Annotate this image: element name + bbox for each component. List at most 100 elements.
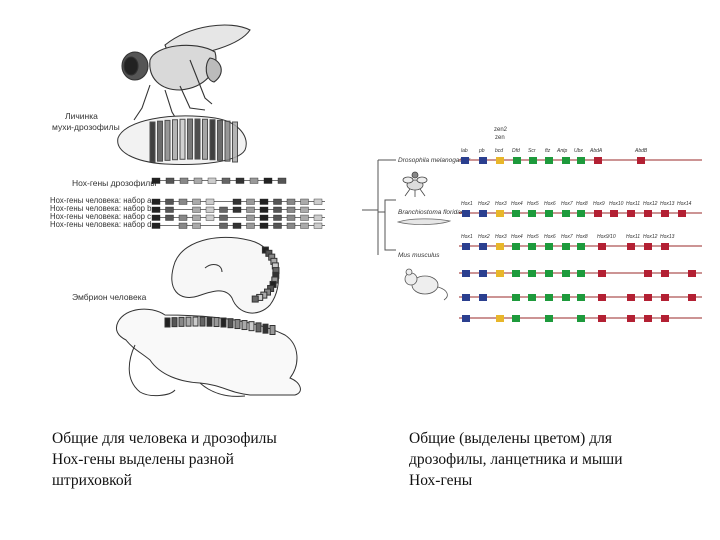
hox-gene-blue	[462, 210, 470, 217]
gene-label: Hox5	[527, 234, 539, 240]
hox-gene-box	[232, 206, 242, 213]
hox-gene-blue	[461, 157, 469, 164]
hox-gene-box	[165, 177, 175, 184]
spine-segment	[199, 316, 206, 327]
hox-gene-green	[512, 270, 520, 277]
larva-segment	[232, 121, 238, 163]
hox-gene-green	[545, 270, 553, 277]
hox-gene-box	[151, 177, 161, 184]
gene-label: Hox6	[544, 234, 556, 240]
gene-label: lab	[461, 148, 468, 154]
hox-gene-green	[577, 210, 585, 217]
adult-fly-illustration	[121, 24, 251, 123]
spine-segment	[192, 316, 199, 327]
organism-drosophila: Drosophila melanogaster	[398, 157, 471, 164]
hox-gene-box	[286, 214, 296, 221]
hox-gene-red	[598, 315, 606, 322]
hox-gene-box	[286, 206, 296, 213]
embryo-segment	[251, 295, 259, 303]
gene-label: Hox9	[593, 201, 605, 207]
hox-gene-box	[205, 206, 215, 213]
drosophila-icon	[402, 171, 428, 197]
gene-label: ftz	[545, 148, 551, 154]
gene-label: Hox13	[660, 201, 675, 207]
hox-gene-box	[246, 206, 255, 213]
larva-segment	[194, 118, 201, 160]
hox-gene-green	[512, 294, 520, 301]
hox-gene-box	[192, 222, 201, 229]
hox-gene-green	[545, 294, 553, 301]
larva-segment	[217, 119, 223, 161]
spine-segment	[185, 316, 192, 327]
gene-label: pb	[478, 148, 485, 154]
human-set-b-label: Нох-гены человека: набор b	[50, 204, 152, 213]
hox-gene-box	[246, 214, 255, 221]
hox-gene-yellow	[496, 315, 504, 322]
spine-segment	[213, 317, 220, 328]
hox-gene-red	[661, 210, 669, 217]
hox-gene-red	[627, 315, 635, 322]
spine-segment	[227, 318, 234, 329]
hox-gene-box	[273, 206, 282, 213]
hox-gene-yellow	[496, 243, 504, 250]
hox-gene-red	[644, 315, 652, 322]
hox-gene-red	[688, 294, 696, 301]
hox-gene-blue	[479, 270, 487, 277]
hox-gene-box	[313, 222, 323, 229]
hox-gene-box	[263, 177, 273, 184]
hox-gene-box	[286, 222, 296, 229]
gene-label: Hox7	[561, 201, 573, 207]
hox-gene-box	[277, 177, 287, 184]
hox-gene-red	[610, 210, 618, 217]
hox-gene-red	[644, 210, 652, 217]
hox-gene-green	[562, 243, 570, 250]
spine-segment	[206, 316, 213, 327]
hox-gene-green	[528, 210, 536, 217]
gene-label: Hox4	[511, 201, 523, 207]
hox-gene-box	[179, 177, 189, 184]
hox-gene-green	[513, 157, 521, 164]
hox-gene-box	[286, 198, 296, 205]
spine-segment	[164, 317, 171, 328]
hox-gene-green	[562, 294, 570, 301]
hox-gene-red	[627, 210, 635, 217]
gene-label: Hox1	[461, 234, 473, 240]
spine-segment	[269, 325, 276, 335]
larva-segment	[149, 121, 156, 163]
hox-gene-green	[545, 157, 553, 164]
hox-gene-box	[232, 198, 242, 205]
spine-segment	[248, 321, 255, 332]
hox-gene-box	[151, 214, 161, 221]
hox-gene-box	[300, 222, 309, 229]
gene-label: Hox2	[478, 234, 490, 240]
hox-gene-box	[246, 222, 255, 229]
hox-gene-red	[598, 270, 606, 277]
gene-label: Hox11	[626, 201, 640, 207]
hox-gene-green	[528, 270, 536, 277]
amphioxus-icon	[396, 218, 452, 225]
gene-label: Dfd	[512, 148, 520, 154]
gene-label: Scr	[528, 148, 536, 154]
hox-gene-red	[637, 157, 645, 164]
hox-gene-green	[577, 157, 585, 164]
hox-gene-box	[192, 214, 201, 221]
gene-label: Antp	[556, 148, 568, 154]
hox-gene-green	[545, 210, 553, 217]
human-embryo-illustration	[171, 236, 280, 314]
hox-gene-box	[300, 206, 309, 213]
zen2-label: zen2	[494, 127, 508, 133]
hox-gene-box	[165, 206, 174, 213]
hox-gene-box	[249, 177, 259, 184]
hox-gene-red	[598, 243, 606, 250]
hox-gene-green	[512, 210, 520, 217]
zen-stack-label: zen	[495, 135, 505, 141]
hox-gene-red	[644, 294, 652, 301]
hox-gene-box	[300, 214, 309, 221]
larva-segment	[202, 118, 208, 160]
gene-label: Hox13	[660, 234, 675, 240]
hox-gene-red	[594, 157, 602, 164]
human-set-c-label: Нох-гены человека: набор c	[50, 212, 151, 221]
hox-gene-box	[219, 214, 228, 221]
